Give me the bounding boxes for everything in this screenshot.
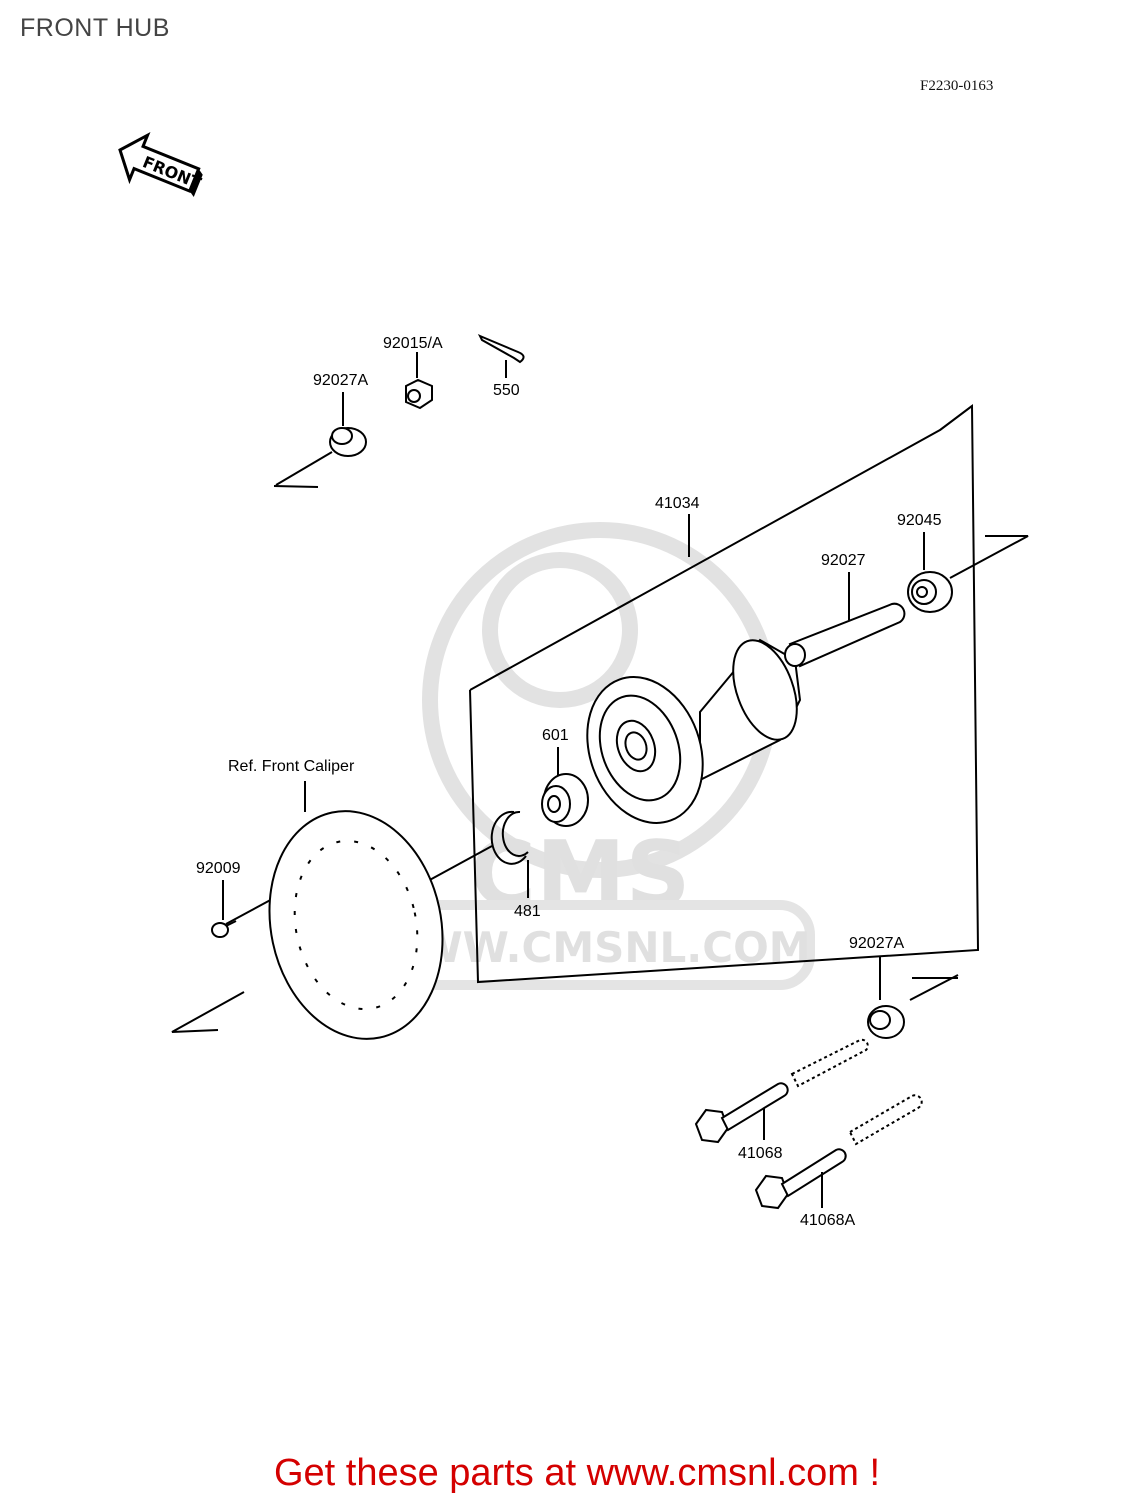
figure-code: F2230-0163 [920, 78, 994, 94]
bearing-92045 [907, 571, 953, 613]
front-arrow-icon: FRONT [118, 131, 204, 198]
label-92027: 92027 [821, 552, 866, 569]
label-92027a-top: 92027A [313, 372, 368, 389]
nut-92015a [405, 378, 433, 410]
label-550: 550 [493, 382, 520, 399]
spacer-92027 [784, 602, 906, 668]
brake-disc [268, 810, 444, 1040]
page-title: FRONT HUB [20, 14, 170, 42]
label-92015a: 92015/A [383, 335, 443, 352]
hub-assembly-boundary [469, 404, 980, 984]
hub-41034 [586, 638, 802, 824]
screw-92009 [211, 920, 237, 938]
label-92045: 92045 [897, 512, 942, 529]
bolt-41068a [754, 1094, 923, 1210]
collar-92027a-bottom [867, 1005, 905, 1039]
label-481: 481 [514, 903, 541, 920]
promo-link[interactable]: Get these parts at www.cmsnl.com ! [273, 1452, 881, 1494]
label-ref-front-caliper: Ref. Front Caliper [228, 758, 355, 775]
label-601: 601 [542, 727, 569, 744]
bolt-41068 [694, 1038, 869, 1144]
collar-92027a-top [329, 427, 367, 457]
watermark-site: WWW.CMSNL.COM [370, 923, 811, 972]
cotter-pin-550 [477, 334, 525, 364]
circlip-481 [490, 810, 529, 865]
label-41068: 41068 [738, 1145, 783, 1162]
bearing-601 [541, 773, 589, 827]
label-92027a-bottom: 92027A [849, 935, 904, 952]
label-92009: 92009 [196, 860, 241, 877]
label-41034: 41034 [655, 495, 700, 512]
label-41068a: 41068A [800, 1212, 855, 1229]
